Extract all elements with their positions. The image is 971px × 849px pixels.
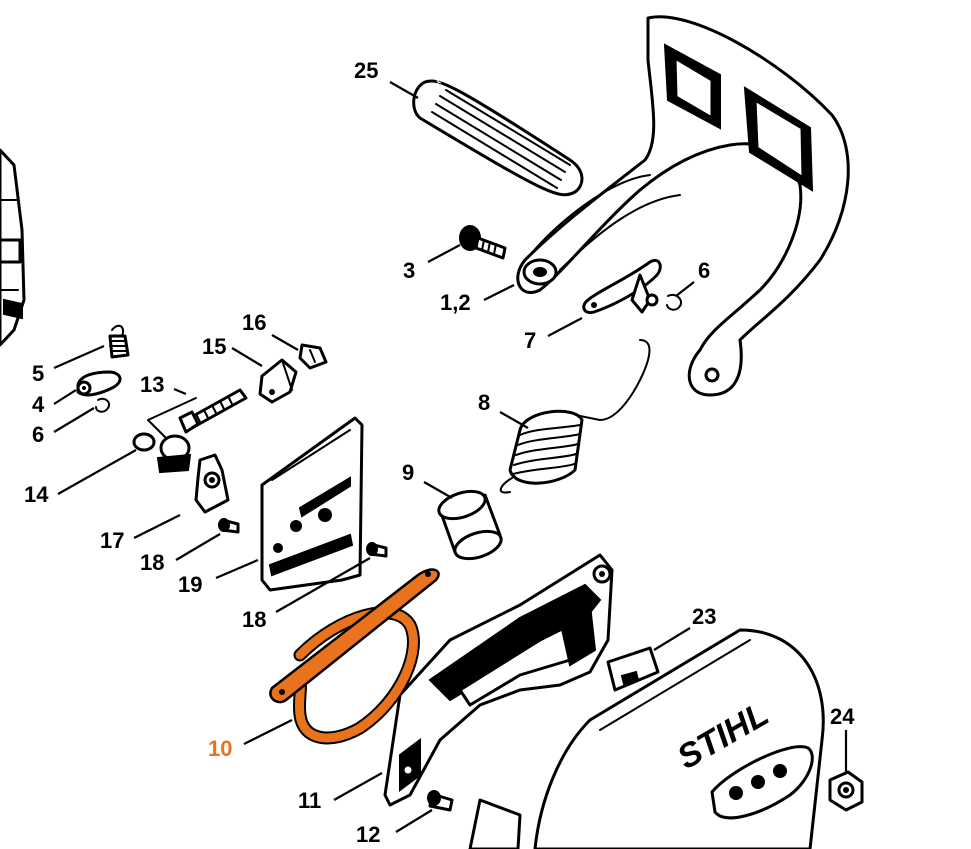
brake-band-10 [269, 568, 440, 745]
callout-23: 23 [692, 604, 716, 629]
plate-17 [194, 453, 230, 514]
callout-6-left: 6 [32, 422, 44, 447]
sprocket-cover: STIHL [468, 628, 825, 849]
callout-6-top: 6 [698, 258, 710, 283]
handle-grip-plate: NOT STIHL [412, 75, 584, 197]
callout-24: 24 [830, 704, 855, 729]
leader-lines [53, 81, 848, 833]
spring-5 [108, 324, 130, 359]
screw-18-left [218, 518, 240, 534]
nut-24 [828, 770, 864, 812]
clip-16 [298, 343, 328, 370]
screw-12 [427, 790, 454, 812]
callout-17: 17 [100, 528, 124, 553]
plate-23 [606, 646, 660, 692]
circlip-6-top [666, 294, 682, 311]
callout-11: 11 [298, 788, 321, 813]
lever-7 [582, 259, 662, 315]
callout-4: 4 [32, 392, 45, 417]
callout-18-right: 18 [242, 607, 266, 632]
brake-housing-11 [383, 553, 614, 807]
adjusting-screw-13 [147, 388, 248, 441]
gear-14 [156, 434, 192, 474]
callout-13: 13 [140, 372, 164, 397]
callout-1-2: 1,2 [440, 290, 471, 315]
bracket-15 [258, 358, 298, 404]
callout-9: 9 [402, 460, 414, 485]
circlip-6-left [95, 397, 110, 413]
screw-18-right [366, 542, 388, 558]
spring-8 [499, 339, 651, 494]
callout-3: 3 [403, 258, 415, 283]
callout-labels: 25 3 1,2 6 7 16 15 5 13 4 6 8 14 9 17 18… [24, 58, 855, 847]
callout-16: 16 [242, 310, 266, 335]
callout-10: 10 [208, 736, 232, 761]
bar-plate-19 [260, 416, 364, 592]
pivot-4 [76, 370, 122, 397]
callout-14: 14 [24, 482, 49, 507]
hand-guard [516, 15, 850, 397]
screw-3 [459, 225, 507, 260]
sleeve-9 [437, 489, 503, 561]
callout-19: 19 [178, 572, 202, 597]
callout-7: 7 [524, 328, 536, 353]
engine-housing-fragment [0, 148, 26, 347]
callout-18-left: 18 [140, 550, 164, 575]
callout-25: 25 [354, 58, 378, 83]
callout-15: 15 [202, 334, 226, 359]
callout-8: 8 [478, 390, 490, 415]
callout-5: 5 [32, 361, 44, 386]
o-ring-14 [132, 432, 156, 452]
callout-12: 12 [356, 822, 380, 847]
